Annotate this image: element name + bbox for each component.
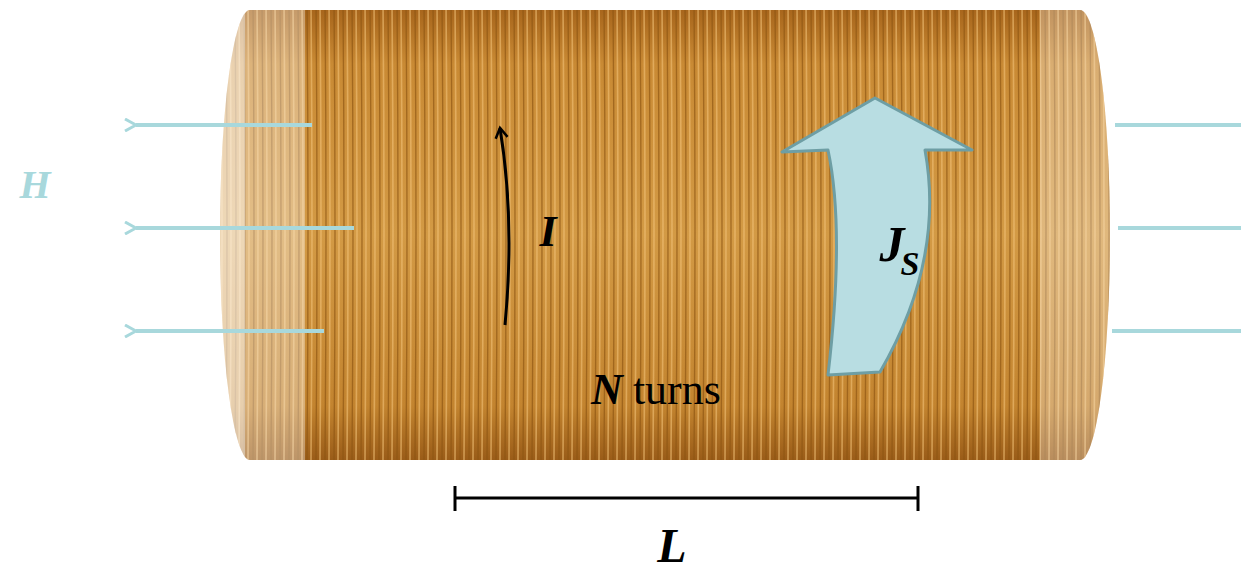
length-label: L [657,522,686,570]
field-label: H [19,165,50,205]
turns-count-label: N [591,368,623,412]
coil-body [220,10,1110,460]
length-bar [455,486,918,511]
current-arrow [500,128,509,325]
subscript-label: S [901,247,920,281]
current-label: I [539,210,556,254]
surface-current-arrow [782,98,972,375]
field-lines [136,125,1241,331]
turns-label: turns [633,368,721,412]
